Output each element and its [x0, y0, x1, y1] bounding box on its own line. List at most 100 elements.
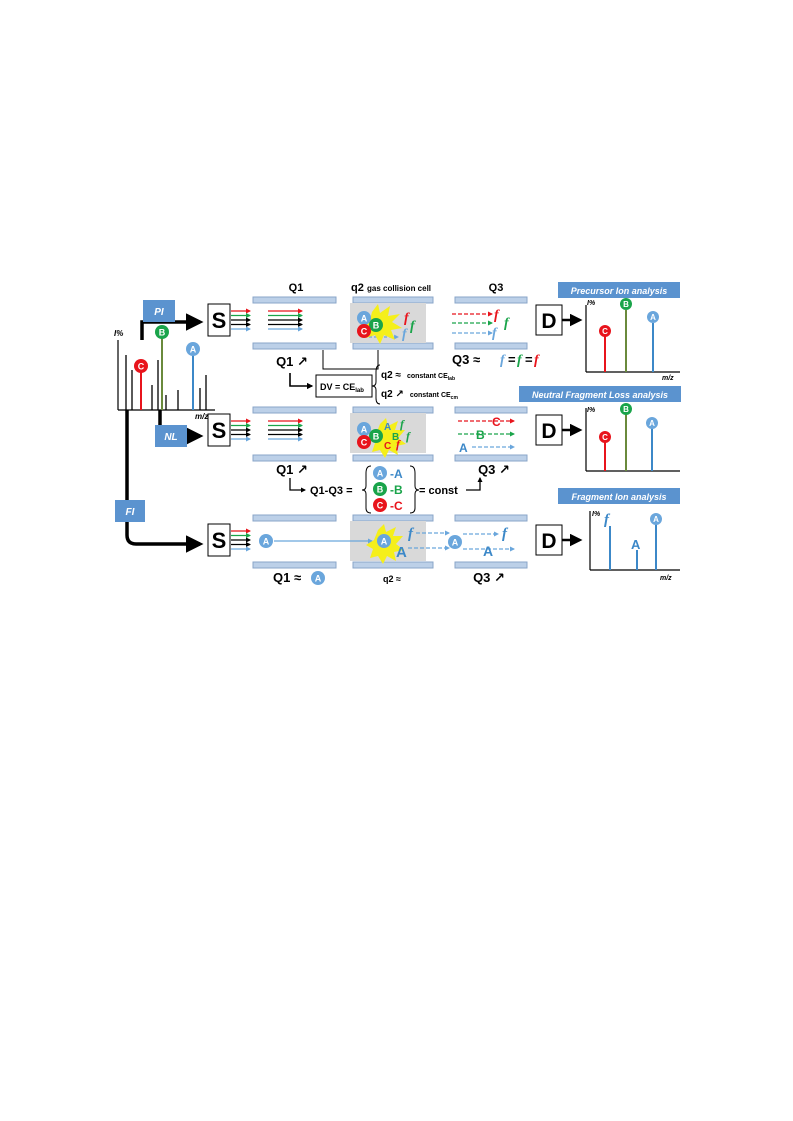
q3-header: Q3 [489, 282, 504, 294]
row1-scan-labels: Q1 ↗ Q3 ≈ f = f = f [276, 352, 540, 369]
minus-a: -A [390, 467, 403, 481]
q2-header-main: q2 [351, 282, 364, 294]
fragment-f-green: f [406, 429, 411, 443]
fragment-f-green: f [410, 319, 416, 334]
svg-text:m/z: m/z [662, 375, 674, 382]
detector-box [535, 304, 563, 336]
row2-scan-labels: Q1 ↗ Q3 ↗ Q1-Q3 = A -A B -B C -C = const [276, 462, 510, 514]
neutral-c-q3: C [492, 415, 501, 429]
ion-c-circle [134, 359, 148, 373]
ion-a-letter: A [649, 419, 655, 428]
const-label: = const [419, 485, 458, 497]
ion-a-circle [377, 534, 391, 548]
row2-collision-cell-content: A B C A B C f f f C B A [357, 415, 501, 458]
ion-a-letter: A [263, 537, 270, 547]
ion-c-circle [599, 431, 611, 443]
left-spectrum-intensity-label: I% [114, 329, 123, 338]
neutral-b-letter: B [392, 432, 399, 443]
ion-c-letter: C [361, 438, 368, 448]
ion-a-circle [647, 311, 659, 323]
ion-a-letter: A [190, 345, 197, 355]
fragment-f-blue: f [500, 353, 506, 368]
neutral-a-letter: A [631, 537, 641, 552]
mode-label-pi: PI [143, 300, 175, 322]
panel-precursor: Precursor Ion analysis I% m/z C B A [558, 282, 680, 382]
ion-a-letter: A [377, 469, 384, 479]
left-spectrum-mz-label: m/z [195, 412, 208, 421]
panel-fragment-ion: Fragment Ion analysis I% m/z f A A [558, 488, 680, 582]
neutral-a-letter: A [396, 544, 407, 561]
q1-rod-bottom [252, 561, 337, 569]
ion-c-circle [357, 435, 371, 449]
q3-rod-bottom [454, 342, 528, 350]
q1-rod-bottom [252, 342, 337, 350]
q1-rod-top [252, 406, 337, 414]
svg-text:m/z: m/z [660, 575, 672, 582]
svg-text:Precursor Ion analysis: Precursor Ion analysis [571, 286, 668, 296]
source-box [207, 523, 231, 557]
q3-rod-bottom [454, 561, 528, 569]
ion-a-letter: A [361, 314, 368, 324]
svg-text:Neutral Fragment Loss analysis: Neutral Fragment Loss analysis [532, 390, 668, 400]
q1-header: Q1 [289, 282, 304, 294]
q2-rod-top [352, 406, 434, 414]
ion-b-letter: B [377, 485, 384, 495]
fragment-f-red: f [534, 353, 540, 368]
fragment-f-blue: f [402, 327, 408, 342]
ion-a-circle [646, 417, 658, 429]
ion-a-letter: A [361, 425, 368, 435]
ion-b-circle [620, 298, 632, 310]
ion-a-circle [311, 571, 325, 585]
row1-q3-prefix: Q3 ≈ [452, 352, 480, 367]
row2-q3-scan: Q3 ↗ [478, 462, 510, 477]
ion-c-letter: C [602, 433, 608, 442]
ion-b-circle [369, 429, 383, 443]
ion-b-circle [373, 482, 387, 496]
q3-rod-top [454, 514, 528, 522]
ion-a-circle [373, 466, 387, 480]
q3-rod-top [454, 406, 528, 414]
svg-text:I%: I% [587, 407, 596, 414]
detector-label: D [541, 420, 556, 443]
equals-sign: = [525, 352, 533, 367]
source-label: S [212, 308, 227, 333]
svg-text:Fragment Ion analysis: Fragment Ion analysis [571, 492, 666, 502]
fragment-f-green: f [400, 417, 405, 431]
ion-a-circle [448, 535, 462, 549]
fragment-f-red: f [494, 308, 500, 323]
ion-c-letter: C [377, 501, 384, 511]
ion-a-letter: A [452, 538, 459, 548]
neutral-a-q3: A [459, 441, 468, 455]
neutral-a-letter: A [384, 422, 391, 433]
q1-q3-label: Q1-Q3 = [310, 485, 353, 497]
ion-c-letter: C [138, 362, 145, 372]
neutral-b-q3: B [476, 428, 485, 442]
ion-b-letter: B [373, 321, 380, 331]
source-label: S [212, 528, 227, 553]
q1-rod-top [252, 514, 337, 522]
fragment-f-green: f [517, 353, 523, 368]
fragment-f-blue: f [492, 326, 498, 341]
fragment-f-blue: f [408, 526, 415, 542]
source-label: S [212, 418, 227, 443]
mode-label-nl: NL [155, 425, 187, 447]
minus-c: -C [390, 499, 403, 513]
ion-b-letter: B [623, 405, 629, 414]
svg-text:I%: I% [587, 300, 596, 307]
ion-a-letter: A [653, 515, 659, 524]
row3-collision-cell-content: A f A A A f A [259, 524, 509, 564]
panel-neutral-loss: Neutral Fragment Loss analysis I% C B A [519, 386, 681, 472]
svg-text:PI: PI [154, 307, 164, 318]
q2-header-sub: gas collision cell [367, 284, 431, 293]
row2-q1-scan: Q1 ↗ [276, 462, 308, 477]
row1-collision-cell-content: A B C f f f f f f [357, 304, 510, 344]
row3-q3-scan: Q3 ↗ [473, 570, 505, 585]
q1-rod-top [252, 296, 337, 304]
q2-rod-top [352, 296, 434, 304]
route-pi-arrow [140, 313, 204, 340]
q2-rod-top [352, 514, 434, 522]
route-fi-arrow [125, 410, 204, 553]
svg-text:I%: I% [592, 511, 601, 518]
source-box [207, 303, 231, 337]
